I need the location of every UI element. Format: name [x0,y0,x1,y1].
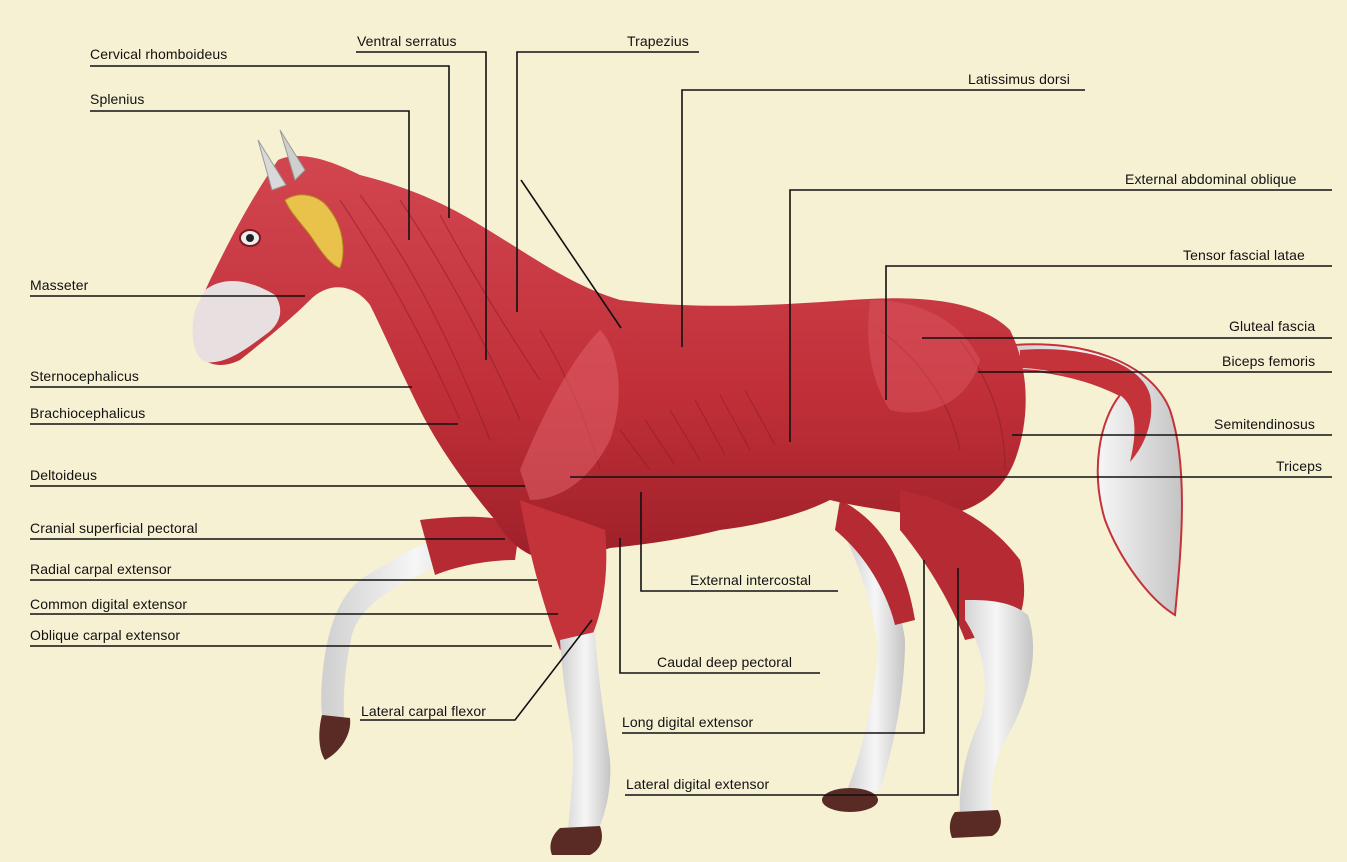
label-ventral-serratus: Ventral serratus [357,33,457,49]
leader-ventral-serratus [356,52,486,360]
label-caudal-deep-pectoral: Caudal deep pectoral [657,654,792,670]
label-external-intercostal: External intercostal [690,572,811,588]
label-latissimus-dorsi: Latissimus dorsi [968,71,1070,87]
label-oblique-carpal-extensor: Oblique carpal extensor [30,627,180,643]
leader-trapezius-2 [521,180,621,328]
label-gluteal-fascia: Gluteal fascia [1229,318,1315,334]
label-external-abdominal-oblique: External abdominal oblique [1125,171,1297,187]
leader-latissimus-dorsi [682,90,1085,347]
label-common-digital-extensor: Common digital extensor [30,596,187,612]
label-semitendinosus: Semitendinosus [1214,416,1315,432]
label-biceps-femoris: Biceps femoris [1222,353,1315,369]
label-long-digital-extensor: Long digital extensor [622,714,753,730]
label-sternocephalicus: Sternocephalicus [30,368,139,384]
leader-cervical-rhomboideus [90,66,449,218]
label-cervical-rhomboideus: Cervical rhomboideus [90,46,227,62]
leader-lateral-digital-extensor [625,568,958,795]
leader-trapezius [517,52,699,312]
label-cranial-superficial-pectoral: Cranial superficial pectoral [30,520,198,536]
label-masseter: Masseter [30,277,88,293]
label-tensor-fascial-latae: Tensor fascial latae [1183,247,1305,263]
label-splenius: Splenius [90,91,145,107]
label-lateral-carpal-flexor: Lateral carpal flexor [361,703,486,719]
leader-caudal-deep-pectoral [620,538,820,673]
leader-external-abdominal-oblique [790,190,1332,442]
label-lateral-digital-extensor: Lateral digital extensor [626,776,769,792]
label-trapezius: Trapezius [627,33,689,49]
label-triceps: Triceps [1276,458,1322,474]
label-deltoideus: Deltoideus [30,467,97,483]
label-brachiocephalicus: Brachiocephalicus [30,405,145,421]
label-radial-carpal-extensor: Radial carpal extensor [30,561,172,577]
leader-splenius [90,111,409,240]
